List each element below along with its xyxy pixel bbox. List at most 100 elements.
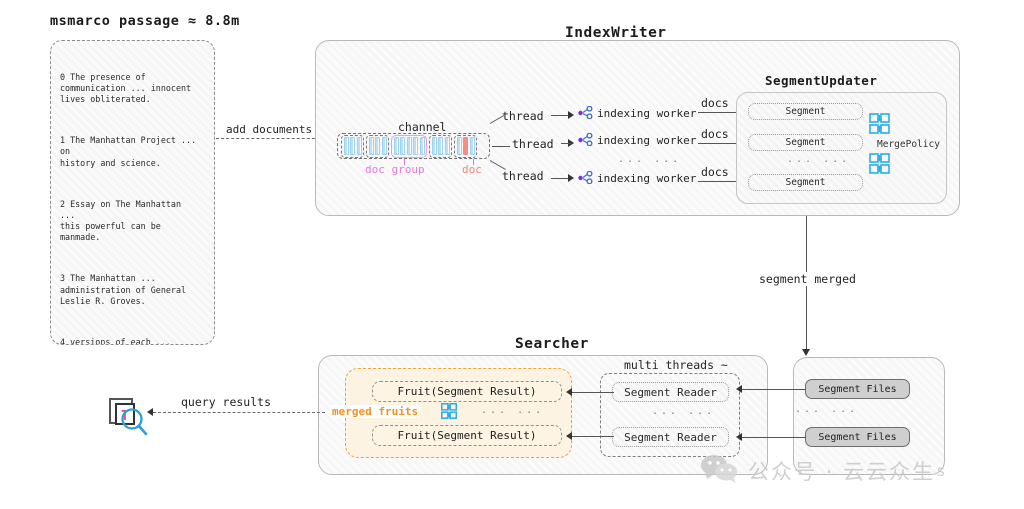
watermark-suffix: s (937, 462, 947, 480)
segment-box[interactable]: Segment (748, 134, 863, 151)
merge-policy-label: MergePolicy (877, 139, 940, 150)
doc-bar (469, 137, 475, 155)
reader-ellipsis: ... ... (652, 406, 716, 417)
searcher-title: Searcher (515, 336, 589, 352)
add-documents-label: add documents (226, 123, 313, 136)
list-item: 4 versions of each ... Resources and the… (60, 336, 171, 345)
reader-to-fruit-connector (572, 392, 614, 393)
thread-arrowhead (568, 174, 574, 182)
doc-group[interactable] (366, 134, 389, 158)
reader-to-fruit-connector (572, 436, 614, 437)
list-item: 2 Essay on The Manhattan ... this powerf… (60, 198, 182, 243)
indexing-worker-row[interactable]: indexing worker (578, 104, 696, 123)
reader-to-fruit-arrowhead (566, 432, 572, 440)
segment-files-box[interactable]: Segment Files (805, 427, 910, 447)
merged-fruits-label: merged fruits (330, 405, 421, 418)
indexing-worker-row[interactable]: indexing worker (578, 131, 696, 150)
doc-label: doc (462, 163, 482, 176)
doc-bar-highlighted (463, 137, 468, 155)
doc-bar (350, 137, 355, 155)
list-item: 1 The Manhattan Project ... on history a… (60, 135, 197, 168)
doc-bar (444, 137, 450, 155)
indexing-worker-label: indexing worker (597, 134, 697, 147)
segment-reader-box[interactable]: Segment Reader (612, 427, 729, 447)
search-document-icon[interactable]: T (108, 396, 150, 440)
channel[interactable] (337, 133, 490, 159)
list-item: 3 The Manhattan ... administration of Ge… (60, 273, 187, 306)
segment-box[interactable]: Segment (748, 174, 863, 191)
segment-merged-label: segment merged (755, 272, 860, 286)
dataset-document-list[interactable]: 0 The presence of communication ... inno… (50, 40, 215, 345)
thread-arrowhead (568, 139, 574, 147)
files-to-reader-arrowhead (736, 433, 742, 441)
doc-group-pointer (404, 159, 405, 165)
files-to-reader-arrowhead (736, 385, 742, 393)
doc-bar (413, 137, 418, 155)
list-item: 0 The presence of communication ... inno… (60, 71, 192, 105)
docs-connector (698, 112, 748, 113)
segment-reader-box[interactable]: Segment Reader (612, 382, 729, 402)
channel-label: channel (398, 120, 447, 134)
doc-pointer (473, 159, 474, 165)
doc-group[interactable] (341, 134, 364, 158)
watermark: 公众号 · 云云众生 s (700, 455, 947, 487)
fruit-ellipsis: ... ... (481, 405, 545, 416)
docs-label: docs (701, 165, 729, 179)
multi-threads-label: multi threads ~ (624, 358, 728, 372)
doc-bar (375, 137, 380, 155)
segment-ellipsis: ... ... (787, 154, 851, 165)
files-to-reader-connector (742, 389, 806, 390)
dataset-caption: msmarco passage ≈ 8.8m (50, 13, 240, 29)
svg-text:T: T (121, 409, 129, 424)
thread-arrow-line (551, 115, 569, 116)
indexing-worker-label: indexing worker (597, 107, 697, 120)
doc-bar (356, 137, 362, 155)
thread-arrow-line (551, 178, 569, 179)
files-to-reader-connector (742, 437, 806, 438)
doc-group-label: doc group (365, 163, 425, 176)
doc-bar (393, 137, 399, 155)
fruit-box[interactable]: Fruit(Segment Result) (372, 425, 562, 446)
doc-bar (456, 137, 462, 155)
indexing-worker-row[interactable]: indexing worker (578, 169, 696, 188)
query-results-connector (153, 412, 325, 413)
thread-arrowhead (568, 111, 574, 119)
worker-ellipsis: ... ... (618, 154, 682, 165)
thread-arrow-line (561, 143, 571, 144)
wechat-icon (700, 455, 740, 487)
multi-threads-group (600, 373, 740, 457)
doc-group[interactable] (454, 134, 477, 158)
docs-label: docs (701, 127, 729, 141)
thread-connector (492, 146, 510, 147)
merge-fruits-icon (441, 403, 457, 423)
fruit-box[interactable]: Fruit(Segment Result) (372, 381, 562, 402)
query-results-arrowhead (147, 408, 153, 416)
query-results-label: query results (181, 395, 272, 409)
doc-bar (400, 137, 405, 155)
docs-connector (698, 181, 748, 182)
reader-to-fruit-arrowhead (566, 388, 572, 396)
segment-merged-arrowhead (802, 349, 810, 356)
doc-bar (381, 137, 387, 155)
worker-node-icon (578, 169, 594, 188)
segment-files-box[interactable]: Segment Files (805, 379, 910, 399)
merge-policy-icon (869, 113, 890, 138)
docs-connector (698, 143, 748, 144)
segment-updater-title: SegmentUpdater (765, 73, 878, 88)
doc-bar (368, 137, 374, 155)
segment-box[interactable]: Segment (748, 103, 863, 120)
segment-files-panel (793, 357, 945, 475)
thread-label: thread (502, 109, 544, 123)
worker-node-icon (578, 104, 594, 123)
doc-bar (343, 137, 349, 155)
merge-policy-icon (869, 153, 890, 178)
doc-group-highlighted[interactable] (391, 134, 427, 158)
worker-node-icon (578, 131, 594, 150)
watermark-text: 公众号 · 云云众生 (748, 460, 936, 484)
doc-group[interactable] (429, 134, 452, 158)
thread-label: thread (512, 137, 554, 151)
doc-bar (431, 137, 437, 155)
index-writer-title: IndexWriter (565, 25, 667, 41)
files-ellipsis: ... ... (795, 404, 859, 415)
thread-label: thread (502, 169, 544, 183)
